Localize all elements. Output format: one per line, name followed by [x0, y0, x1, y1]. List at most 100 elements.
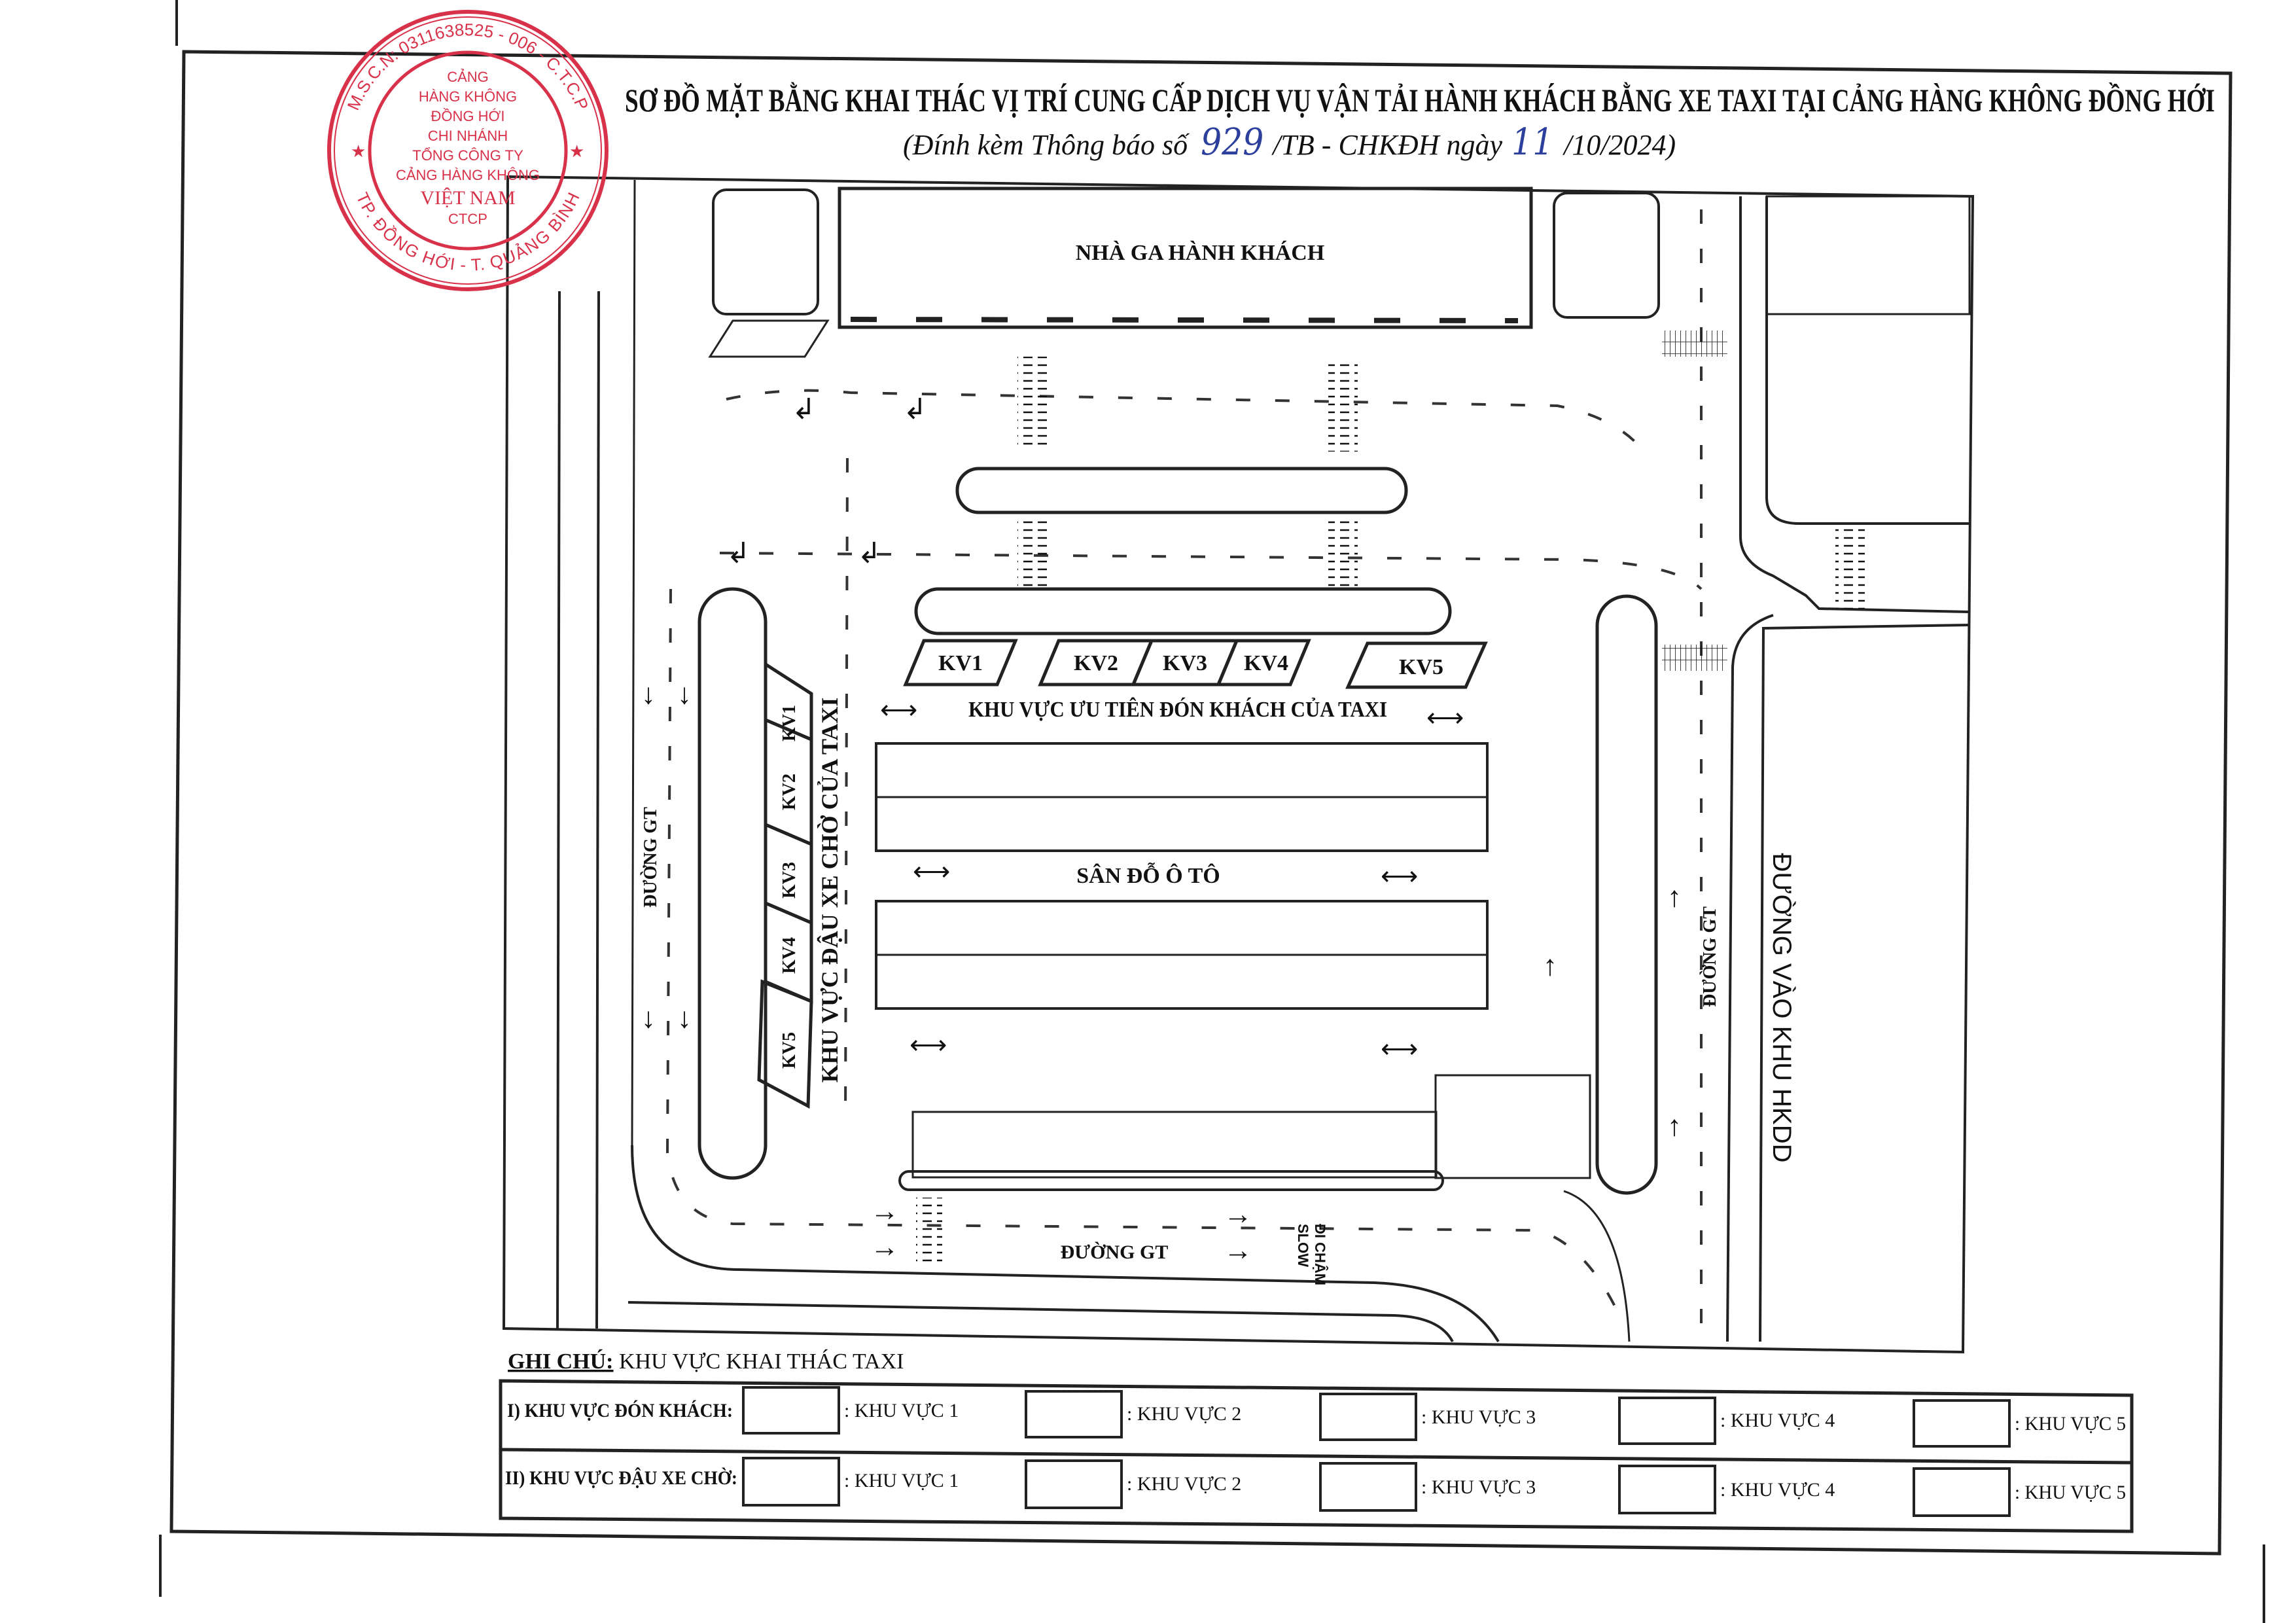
crosswalk	[1835, 524, 1865, 609]
landscape-island	[712, 188, 819, 315]
legend-row-waiting: II) KHU VỰC ĐẬU XE CHỜ: : KHU VỰC 1 : KH…	[505, 1457, 2126, 1517]
seal-outer-ring	[334, 16, 602, 285]
document-title: SƠ ĐỒ MẶT BẰNG KHAI THÁC VỊ TRÍ CUNG CẤP…	[625, 81, 2215, 118]
crosswalk	[1328, 517, 1358, 589]
legend-swatch	[1618, 1465, 1716, 1514]
legend-item: : KHU VỰC 4	[1720, 1410, 1835, 1431]
legend-swatch	[1913, 1399, 2011, 1448]
seal-line: VIỆT NAM	[420, 187, 515, 209]
crosswalk	[1662, 645, 1727, 671]
crosswalk	[1328, 360, 1358, 452]
waiting-zone-label: KV4	[779, 937, 800, 974]
legend-row-label: II) KHU VỰC ĐẬU XE CHỜ:	[505, 1467, 737, 1489]
seal-line: TỔNG CÔNG TY	[412, 147, 523, 164]
road-edge	[631, 1145, 1500, 1343]
two-way-arrow: ⟷	[913, 857, 950, 886]
right-median	[1595, 594, 1658, 1195]
arrow-down-icon: ↓	[677, 1002, 692, 1034]
legend-swatch	[742, 1386, 840, 1435]
road-edge	[1759, 624, 1970, 1342]
legend: GHI CHÚ: KHU VỰC KHAI THÁC TAXI I) KHU V…	[499, 1349, 2134, 1533]
pickup-zone-label: KV2	[1074, 651, 1118, 675]
arrow-right-icon: →	[870, 1195, 899, 1227]
crosswalk	[1017, 357, 1047, 448]
crosswalk	[1662, 330, 1727, 357]
arrow-left-icon: ↲	[792, 393, 816, 425]
parking-strip	[911, 1111, 1438, 1179]
legend-item: : KHU VỰC 2	[1127, 1403, 1241, 1425]
arrow-down-icon: ↓	[677, 678, 692, 710]
seal-line: CHI NHÁNH	[428, 128, 508, 144]
road-edge	[556, 291, 561, 1329]
waiting-zone-label: KV3	[779, 862, 800, 899]
crosswalk	[708, 319, 830, 358]
seal-star: ★	[569, 141, 584, 161]
legend-table	[499, 1379, 2134, 1533]
waiting-area-label: KHU VỰC ĐẬU XE CHỜ CỦA TAXI	[817, 698, 843, 1083]
arrow-left-icon: ↲	[903, 393, 927, 425]
road-edge	[1563, 1190, 1631, 1342]
legend-swatch	[1025, 1459, 1123, 1509]
legend-swatch	[742, 1457, 840, 1507]
waiting-zone-label: KV2	[779, 774, 800, 810]
arrow-up-icon: ↑	[1543, 950, 1557, 982]
legend-item: : KHU VỰC 2	[1127, 1473, 1241, 1495]
road-edge	[595, 291, 600, 1329]
company-seal: M.S.C.N: 0311638525 - 006 - C.T.C.P TP. …	[327, 10, 609, 291]
legend-swatch	[1618, 1397, 1716, 1445]
parking-block	[1434, 1074, 1591, 1179]
road-right-label: ĐƯỜNG GT	[1700, 906, 1720, 1007]
legend-swatch	[1319, 1462, 1417, 1512]
seal-line: CẢNG HÀNG KHÔNG	[396, 167, 540, 183]
crosswalk	[1017, 517, 1047, 589]
pickup-zone-4	[1216, 639, 1311, 687]
two-way-arrow: ⟷	[1426, 703, 1464, 732]
lane-marking	[844, 457, 849, 1126]
arrow-right-icon: →	[1224, 1234, 1252, 1266]
direction-arrows: ↓ ↓ ↓ ↓ ↑ ↑ ↑ → → → → ↲ ↲ ↲ ↲	[641, 393, 1682, 1266]
road-edge	[631, 179, 636, 1146]
landscape-island	[1553, 192, 1660, 319]
road-edge	[627, 1301, 1454, 1342]
legend-swatch	[1913, 1467, 2011, 1517]
road-edge	[1726, 614, 1774, 1342]
access-road-label: ĐƯỜNG VÀO KHU HKDD	[1767, 853, 1797, 1163]
seal-line: HÀNG KHÔNG	[419, 88, 517, 105]
site-plan: NHÀ GA HÀNH KHÁCH KV1 KV2 KV3 KV4 KV5	[502, 175, 1975, 1354]
legend-swatch	[1025, 1390, 1123, 1438]
slow-sign: ĐI CHẬM SLOW	[1295, 1224, 1328, 1285]
arrow-right-icon: →	[1224, 1198, 1252, 1230]
two-way-arrow: ⟷	[880, 695, 917, 724]
building-block	[1765, 195, 1971, 315]
seal-star: ★	[351, 141, 366, 161]
legend-item: : KHU VỰC 1	[844, 1470, 959, 1491]
legend-swatch	[1319, 1393, 1417, 1441]
page-frame	[169, 50, 2233, 1556]
lane-marking	[719, 552, 1703, 590]
notice-day: 11	[1511, 121, 1553, 164]
arrow-up-icon: ↑	[1667, 881, 1682, 913]
legend-divider	[500, 1448, 2132, 1465]
pickup-zones: KV1 KV2 KV3 KV4 KV5	[903, 639, 1488, 689]
car-park-label: SÂN ĐỖ Ô TÔ	[1076, 862, 1220, 888]
pickup-zone-label: KV1	[938, 651, 983, 675]
pickup-zone-label: KV3	[1163, 651, 1207, 675]
traffic-island	[955, 467, 1408, 514]
pickup-zone-label: KV4	[1244, 651, 1288, 675]
legend-row-pickup: I) KHU VỰC ĐÓN KHÁCH: : KHU VỰC 1 : KHU …	[507, 1386, 2126, 1448]
arrow-down-icon: ↓	[641, 1002, 656, 1034]
legend-item: : KHU VỰC 5	[2015, 1413, 2126, 1435]
road-edge	[1765, 196, 1969, 525]
left-median	[698, 587, 768, 1180]
legend-item: : KHU VỰC 3	[1421, 1476, 1536, 1498]
lane-marking	[726, 389, 1650, 459]
arrow-left-icon: ↲	[726, 537, 751, 569]
two-way-arrow: ⟷	[910, 1030, 947, 1060]
road-bottom-label: ĐƯỜNG GT	[1061, 1241, 1169, 1263]
pickup-zone-label: KV5	[1399, 655, 1443, 679]
crosswalk	[916, 1198, 942, 1263]
slow-sign-vn: ĐI CHẬM	[1312, 1224, 1328, 1285]
terminal-doors	[850, 317, 1519, 323]
bottom-island	[898, 1170, 1444, 1191]
